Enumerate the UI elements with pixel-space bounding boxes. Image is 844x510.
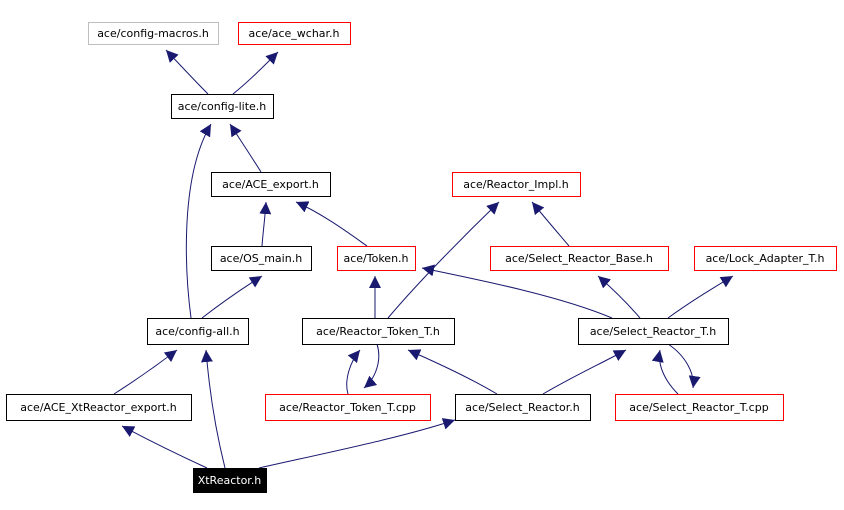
node-box: [452, 172, 581, 197]
node-box: [171, 94, 274, 119]
node-config-all[interactable]: ace/config-all.h: [147, 318, 249, 345]
node-xtreactor-export[interactable]: ace/ACE_XtReactor_export.h: [6, 394, 192, 421]
edges-layer: [113, 49, 734, 469]
node-ace-export[interactable]: ace/ACE_export.h: [211, 172, 331, 197]
node-reactor-token-t[interactable]: ace/Reactor_Token_T.h: [302, 318, 455, 345]
node-token[interactable]: ace/Token.h: [337, 246, 416, 271]
node-config-lite[interactable]: ace/config-lite.h: [171, 94, 274, 119]
edge-ace-export-to-config-lite: [229, 123, 262, 173]
node-select-reactor-t[interactable]: ace/Select_Reactor_T.h: [578, 318, 729, 345]
node-label: ace/ACE_export.h: [222, 178, 319, 191]
edge-config-lite-to-ace-wchar: [232, 51, 279, 95]
node-label: ace/Select_Reactor_T.cpp: [629, 401, 768, 414]
edge-reactor-token-t-to-reactor-impl: [387, 201, 500, 319]
node-label: ace/config-all.h: [155, 325, 239, 338]
edge-select-reactor-to-reactor-token-t: [407, 349, 498, 395]
edge-select-reactor-t-cpp-to-select-reactor-t: [651, 349, 679, 395]
node-reactor-token-t-cpp[interactable]: ace/Reactor_Token_T.cpp: [265, 394, 431, 421]
edge-select-reactor-base-to-reactor-impl: [531, 201, 570, 247]
edge-xtreactor-to-select-reactor: [258, 418, 456, 469]
edge-select-reactor-t-to-select-reactor-t-cpp: [667, 343, 701, 389]
edge-xtreactor-export-to-config-all: [113, 349, 178, 395]
node-lock-adapter[interactable]: ace/Lock_Adapter_T.h: [694, 246, 837, 271]
node-box: [211, 246, 312, 271]
node-box: [88, 22, 219, 45]
node-label: ace/Reactor_Token_T.h: [316, 325, 440, 338]
node-label: ace/OS_main.h: [220, 252, 302, 265]
node-label: ace/config-lite.h: [178, 100, 267, 113]
edge-reactor-token-t-cpp-to-reactor-token-t: [346, 349, 361, 395]
node-label: ace/Lock_Adapter_T.h: [706, 252, 825, 265]
node-label: ace/Select_Reactor.h: [465, 401, 579, 414]
node-label: ace/Token.h: [343, 252, 408, 265]
node-label: ace/Select_Reactor_Base.h: [505, 252, 653, 265]
node-box: [455, 394, 591, 421]
edge-config-all-to-os-main: [201, 275, 263, 319]
edge-select-reactor-t-to-select-reactor-base: [597, 275, 641, 319]
node-label: ace/Reactor_Token_T.cpp: [279, 401, 416, 414]
edge-config-all-to-config-lite: [185, 123, 212, 319]
node-box: [6, 394, 192, 421]
node-box: [578, 318, 729, 345]
node-box: [211, 172, 331, 197]
node-label: ace/Reactor_Impl.h: [463, 178, 569, 191]
edge-xtreactor-to-xtreactor-export: [121, 425, 208, 469]
nodes-layer: ace/config-macros.h ace/ace_wchar.h ace/co…: [6, 22, 837, 493]
node-box: [694, 246, 837, 271]
node-box: [265, 394, 431, 421]
edge-select-reactor-t-to-lock-adapter: [667, 275, 734, 319]
node-select-reactor[interactable]: ace/Select_Reactor.h: [455, 394, 591, 421]
edge-reactor-token-t-to-reactor-token-t-cpp: [363, 343, 380, 389]
node-box: [302, 318, 455, 345]
node-label: ace/ace_wchar.h: [248, 27, 339, 40]
edge-select-reactor-to-select-reactor-t: [542, 349, 627, 395]
node-box: [193, 468, 267, 493]
node-os-main[interactable]: ace/OS_main.h: [211, 246, 312, 271]
edge-config-lite-to-config-macros: [165, 49, 209, 95]
node-label: ace/Select_Reactor_T.h: [590, 325, 716, 338]
node-box: [238, 22, 351, 45]
node-xtreactor[interactable]: XtReactor.h: [193, 468, 267, 493]
node-label: XtReactor.h: [198, 474, 262, 487]
edge-xtreactor-to-config-all: [200, 349, 226, 469]
node-select-reactor-base[interactable]: ace/Select_Reactor_Base.h: [490, 246, 669, 271]
node-label: ace/config-macros.h: [97, 27, 209, 40]
node-config-macros[interactable]: ace/config-macros.h: [88, 22, 219, 45]
node-ace-wchar[interactable]: ace/ace_wchar.h: [238, 22, 351, 45]
node-reactor-impl[interactable]: ace/Reactor_Impl.h: [452, 172, 581, 197]
edge-token-to-ace-export: [295, 201, 368, 247]
edge-select-reactor-t-to-token: [421, 264, 613, 319]
node-label: ace/ACE_XtReactor_export.h: [20, 401, 176, 414]
node-box: [615, 394, 784, 421]
node-select-reactor-t-cpp[interactable]: ace/Select_Reactor_T.cpp: [615, 394, 784, 421]
node-box: [337, 246, 416, 271]
node-box: [490, 246, 669, 271]
node-box: [147, 318, 249, 345]
edge-os-main-to-ace-export: [259, 201, 272, 247]
